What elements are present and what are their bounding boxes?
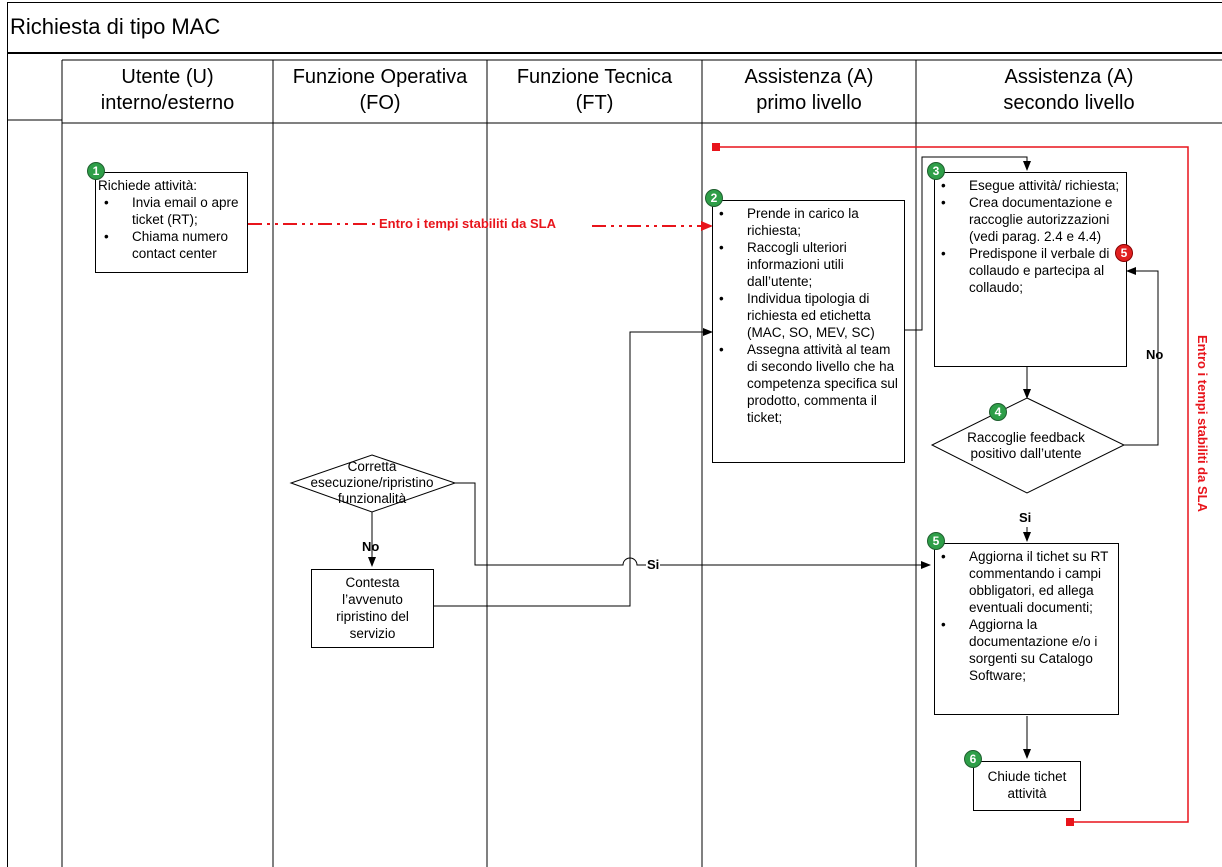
step-badge-4: 4: [989, 403, 1007, 421]
lane-title: Funzione Tecnica: [516, 66, 673, 88]
step5-item: Aggiorna il tichet su RT commentando i c…: [935, 548, 1114, 616]
step3-item: Esegue attività/ richiesta;: [935, 177, 1122, 194]
si-label-fo: Si: [646, 557, 661, 572]
step5-item: Aggiorna la documentazione e/o i sorgent…: [935, 616, 1114, 684]
step-badge-6: 6: [964, 750, 982, 768]
step-badge-2: 2: [705, 189, 723, 207]
step3-box: Esegue attività/ richiesta; Crea documen…: [934, 172, 1127, 367]
sla-label-horizontal: Entro i tempi stabiliti da SLA: [379, 216, 556, 231]
step6-text: Chiude tichet attività: [987, 769, 1067, 801]
step2-item: Assegna attività al team di secondo live…: [713, 341, 900, 426]
step2-item: Prende in carico la richiesta;: [713, 205, 900, 239]
sla-loop: [716, 146, 1189, 823]
lane-header-assistenza-2: Assistenza (A) secondo livello: [916, 64, 1222, 116]
page-title: Richiesta di tipo MAC: [10, 14, 221, 39]
step6-box: Chiude tichet attività: [973, 761, 1081, 811]
lane-subtitle: (FT): [575, 92, 614, 114]
step3-item: Crea documentazione e raccoglie autorizz…: [935, 194, 1122, 245]
lane-subtitle: secondo livello: [1003, 92, 1135, 114]
si-label-feedback: Si: [1019, 510, 1032, 525]
fo-decision-text: Corretta esecuzione/ripristino funzional…: [310, 459, 434, 506]
lane-title: Assistenza (A): [1004, 66, 1134, 88]
step1-item: Invia email o apre ticket (RT);: [98, 194, 245, 228]
lane-title: Assistenza (A): [744, 66, 874, 88]
step1-heading: Richiede attività:: [98, 178, 198, 193]
step-badge-5: 5: [927, 532, 945, 550]
fo-contest-text: Contesta l’avvenuto ripristino del servi…: [336, 575, 409, 641]
lane-subtitle: interno/esterno: [100, 92, 235, 114]
step-badge-3: 3: [927, 162, 945, 180]
lane-subtitle: (FO): [359, 92, 401, 114]
step-badge-1: 1: [87, 162, 105, 180]
feedback-decision-shape: [930, 397, 1126, 494]
step2-item: Individua tipologia di richiesta ed etic…: [713, 290, 900, 341]
step3-item: Predispone il verbale di collaudo e part…: [935, 245, 1122, 296]
sla-label-vertical: Entro i tempi stabiliti da SLA: [1195, 335, 1210, 512]
lane-header-fo: Funzione Operativa (FO): [273, 64, 487, 116]
step1-item: Chiama numero contact center: [98, 228, 245, 262]
lane-header-assistenza-1: Assistenza (A) primo livello: [702, 64, 916, 116]
step4-text: Raccoglie feedback positivo dall’utente: [967, 430, 1085, 461]
lane-header-ft: Funzione Tecnica (FT): [487, 64, 702, 116]
step-badge-5-red: 5: [1115, 244, 1133, 262]
lane-title: Funzione Operativa: [292, 66, 468, 88]
step5-box: Aggiorna il tichet su RT commentando i c…: [934, 543, 1119, 715]
fo-contest-box: Contesta l’avvenuto ripristino del servi…: [311, 569, 434, 648]
lane-subtitle: primo livello: [756, 92, 862, 114]
lane-title: Utente (U): [121, 66, 214, 88]
no-label-feedback: No: [1146, 347, 1164, 362]
no-label-fo: No: [362, 539, 380, 554]
lane-header-utente: Utente (U) interno/esterno: [62, 64, 273, 116]
step2-item: Raccogli ulteriori informazioni utili da…: [713, 239, 900, 290]
step1-box: Richiede attività: Invia email o apre ti…: [95, 172, 248, 273]
step2-box: Prende in carico la richiesta; Raccogli …: [712, 200, 905, 463]
